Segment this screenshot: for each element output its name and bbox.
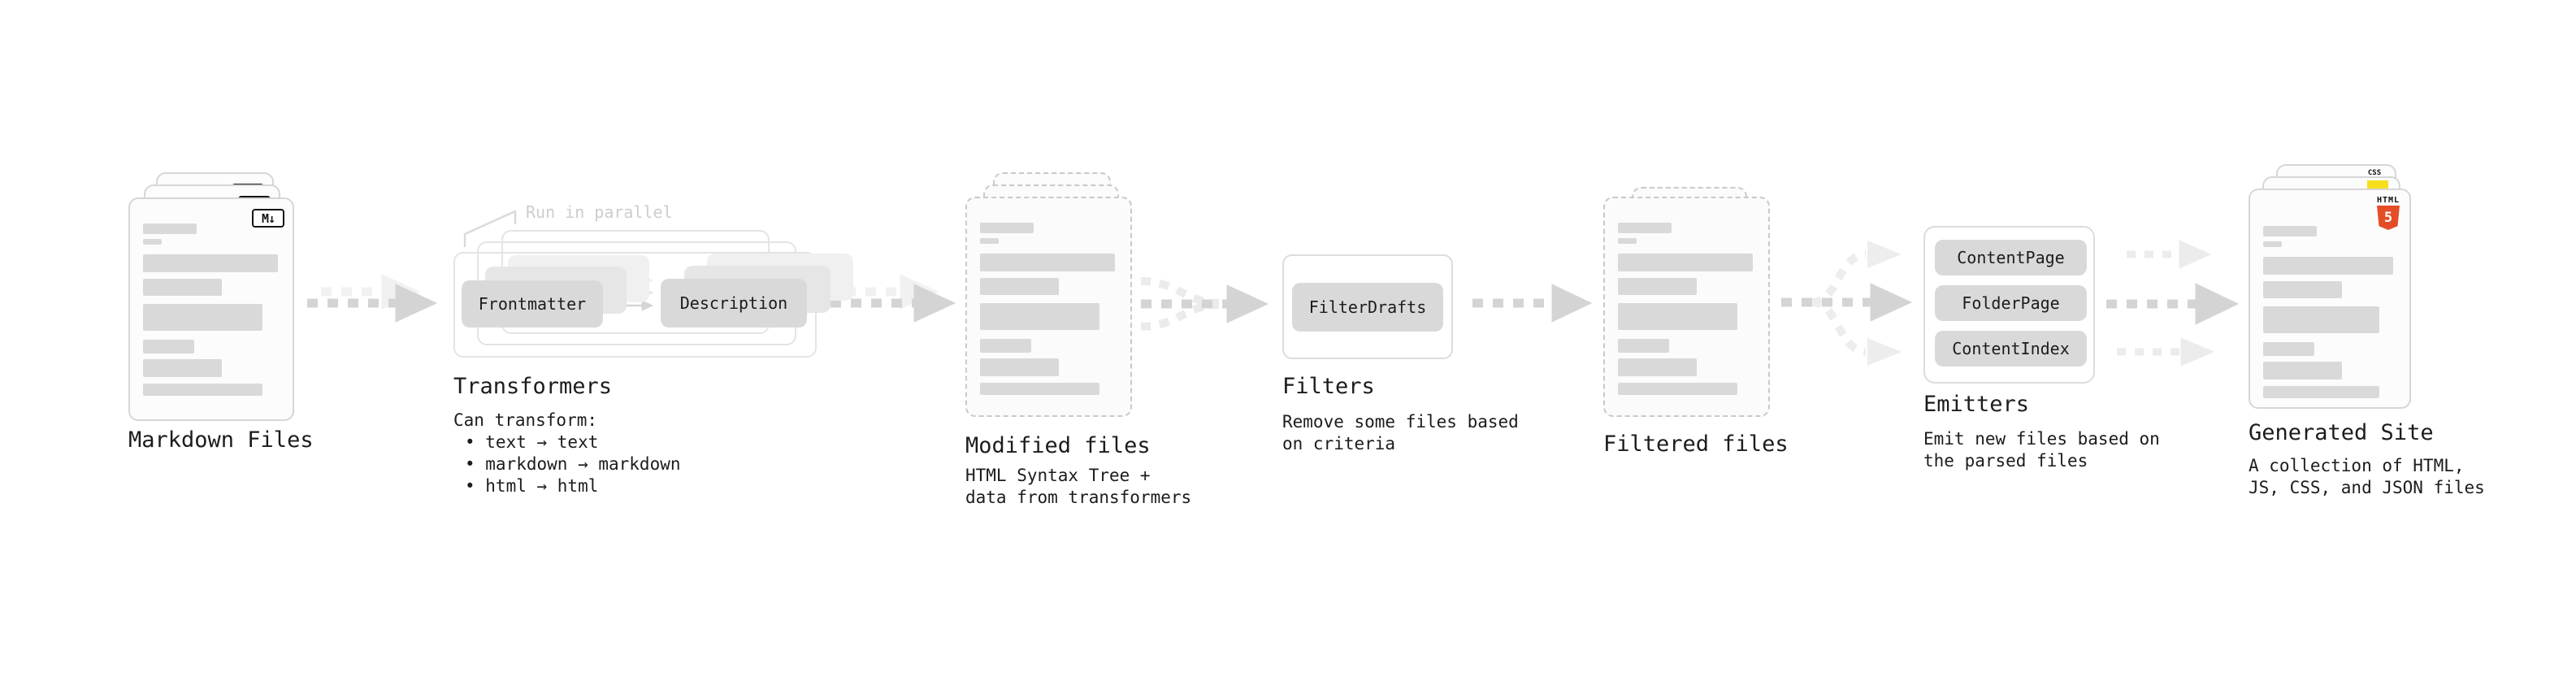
text-line-placeholder bbox=[1618, 254, 1753, 271]
text-line-placeholder bbox=[980, 358, 1059, 376]
markdown-file-card-front: M↓ bbox=[128, 197, 294, 421]
modified-file-card-front bbox=[965, 197, 1132, 417]
html5-icon-number: 5 bbox=[2383, 210, 2393, 226]
transform-bullet: • html → html bbox=[465, 476, 599, 496]
text-line-placeholder bbox=[2263, 342, 2314, 356]
text-line-placeholder bbox=[143, 254, 278, 272]
text-line-placeholder bbox=[143, 384, 262, 396]
text-line-placeholder bbox=[143, 279, 222, 296]
emitters-description: Emit new files based on the parsed files bbox=[1923, 428, 2160, 472]
html5-icon-text: HTML bbox=[2376, 196, 2400, 205]
text-line-placeholder bbox=[143, 223, 197, 234]
filters-description: Remove some files based on criteria bbox=[1282, 411, 1519, 455]
contentpage-pill: ContentPage bbox=[1935, 240, 2087, 275]
modified-files-label: Modified files bbox=[965, 433, 1151, 458]
document-skeleton bbox=[980, 223, 1121, 395]
folderpage-pill: FolderPage bbox=[1935, 285, 2087, 321]
text-line-placeholder bbox=[2263, 226, 2317, 236]
description-line: the parsed files bbox=[1923, 451, 2088, 471]
contentindex-pill: ContentIndex bbox=[1935, 331, 2087, 367]
emitters-box: ContentPage FolderPage ContentIndex bbox=[1923, 226, 2095, 384]
text-line-placeholder bbox=[143, 359, 222, 377]
filterdrafts-pill: FilterDrafts bbox=[1292, 282, 1443, 332]
css-icon-text: CSS bbox=[2367, 169, 2382, 177]
filtered-files-label: Filtered files bbox=[1603, 432, 1789, 457]
text-line-placeholder bbox=[980, 339, 1031, 353]
description-line: A collection of HTML, bbox=[2249, 456, 2465, 475]
text-line-placeholder bbox=[1618, 238, 1637, 244]
text-line-placeholder bbox=[2263, 241, 2282, 247]
description-line: Emit new files based on bbox=[1923, 429, 2160, 449]
text-line-placeholder bbox=[143, 304, 262, 331]
description-pill: Description bbox=[661, 279, 807, 327]
arrow-modified-to-filters-merge bbox=[1140, 277, 1269, 331]
document-skeleton bbox=[143, 223, 283, 396]
text-line-placeholder bbox=[1618, 303, 1737, 330]
document-skeleton bbox=[2263, 226, 2400, 398]
text-line-placeholder bbox=[980, 223, 1034, 233]
text-line-placeholder bbox=[143, 239, 162, 245]
filtered-file-card-front bbox=[1603, 197, 1770, 417]
modified-files-description: HTML Syntax Tree + data from transformer… bbox=[965, 465, 1191, 509]
can-transform-title: Can transform: bbox=[453, 410, 598, 430]
transformers-description: Can transform: • text → text • markdown … bbox=[453, 410, 681, 497]
text-line-placeholder bbox=[1618, 358, 1697, 376]
text-line-placeholder bbox=[1618, 383, 1737, 395]
text-line-placeholder bbox=[980, 238, 999, 244]
text-line-placeholder bbox=[980, 254, 1115, 271]
text-line-placeholder bbox=[980, 303, 1099, 330]
text-line-placeholder bbox=[2263, 281, 2342, 298]
text-line-placeholder bbox=[980, 278, 1059, 295]
text-line-placeholder bbox=[1618, 278, 1697, 295]
description-line: Remove some files based bbox=[1282, 412, 1519, 432]
transformers-label: Transformers bbox=[453, 374, 613, 399]
filters-box: FilterDrafts bbox=[1282, 254, 1453, 359]
html5-icon: HTML 5 bbox=[2376, 196, 2400, 230]
filters-label: Filters bbox=[1282, 374, 1375, 399]
text-line-placeholder bbox=[980, 383, 1099, 395]
text-line-placeholder bbox=[2263, 257, 2393, 275]
arrow-filtered-to-emitters-fork bbox=[1781, 241, 1913, 366]
description-line: HTML Syntax Tree + bbox=[965, 466, 1151, 485]
text-line-placeholder bbox=[1618, 339, 1669, 353]
markdown-icon-text: M↓ bbox=[261, 210, 275, 226]
emitters-label: Emitters bbox=[1923, 392, 2030, 417]
text-line-placeholder bbox=[1618, 223, 1672, 233]
description-line: data from transformers bbox=[965, 488, 1192, 507]
transform-bullet: • markdown → markdown bbox=[465, 454, 681, 474]
markdown-files-label: Markdown Files bbox=[128, 427, 314, 453]
frontmatter-pill: Frontmatter bbox=[462, 280, 603, 327]
arrow-markdown-to-transformers bbox=[307, 274, 438, 323]
description-line: JS, CSS, and JSON files bbox=[2249, 478, 2485, 497]
text-line-placeholder bbox=[143, 340, 194, 354]
generated-site-description: A collection of HTML, JS, CSS, and JSON … bbox=[2249, 455, 2485, 499]
arrow-emitters-to-site bbox=[2106, 240, 2240, 367]
text-line-placeholder bbox=[2263, 306, 2379, 333]
arrow-filters-to-filtered bbox=[1472, 284, 1593, 323]
transform-bullet: • text → text bbox=[465, 432, 599, 452]
document-skeleton bbox=[1618, 223, 1759, 395]
html-file-card: HTML 5 bbox=[2249, 189, 2411, 409]
run-in-parallel-note: Run in parallel bbox=[526, 202, 673, 222]
generated-site-label: Generated Site bbox=[2249, 420, 2434, 445]
text-line-placeholder bbox=[2263, 362, 2342, 380]
html5-icon-shield: 5 bbox=[2377, 206, 2400, 230]
text-line-placeholder bbox=[2263, 386, 2379, 398]
markdown-icon: M↓ bbox=[252, 209, 284, 228]
description-line: on criteria bbox=[1282, 434, 1396, 453]
